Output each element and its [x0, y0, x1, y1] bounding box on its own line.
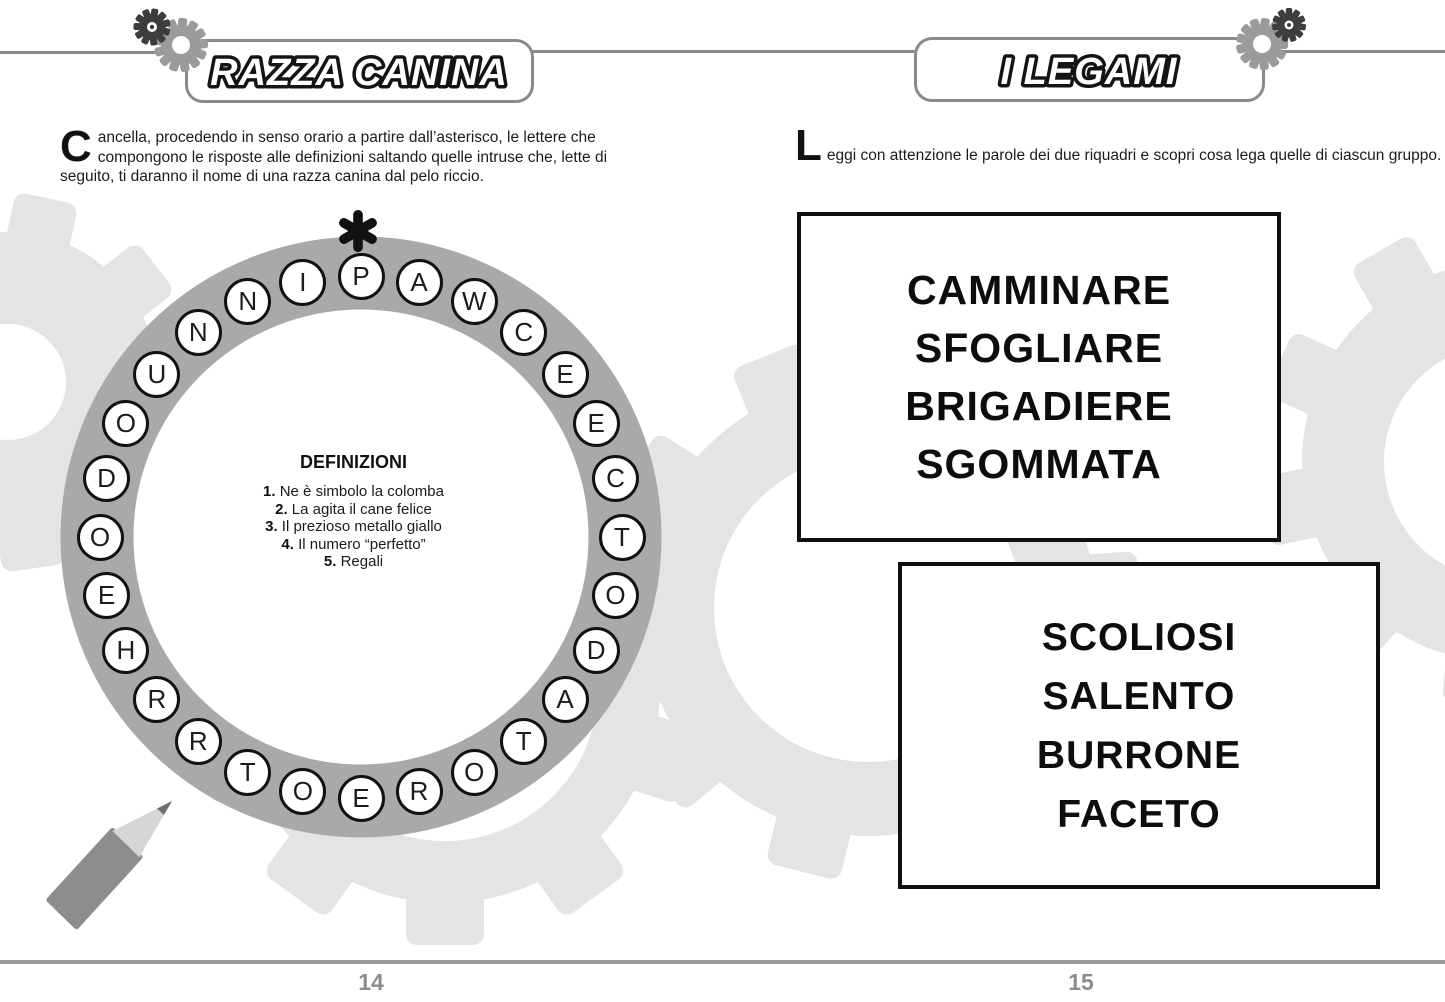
ring-letter-e-21[interactable]: E — [83, 571, 131, 619]
page-number-left: 14 — [358, 969, 384, 995]
ring-letter-h-20[interactable]: H — [102, 626, 150, 674]
ring-letter-r-19[interactable]: R — [133, 676, 181, 724]
start-asterisk — [339, 210, 377, 252]
definitions-title: DEFINIZIONI — [300, 452, 407, 472]
ring-letter-t-17[interactable]: T — [224, 748, 272, 796]
ring-letter-w-3[interactable]: W — [450, 278, 498, 326]
ring-letter-c-7[interactable]: C — [591, 455, 639, 503]
page-number-right: 15 — [1068, 969, 1094, 995]
right-instruction-text: eggi con attenzione le parole dei due ri… — [826, 147, 1442, 164]
right-title-art: I LEGAMI — [997, 48, 1180, 97]
left-title-art: RAZZA CANINA — [207, 49, 511, 98]
ring-letter-c-4[interactable]: C — [500, 309, 548, 357]
ring-letter-r-18[interactable]: R — [174, 717, 222, 765]
left-instruction-text: ancella, procedendo in senso orario a pa… — [60, 129, 608, 185]
definition-item: 5. Regali — [323, 553, 384, 570]
ring-letter-r-14[interactable]: R — [395, 767, 443, 815]
header-line-middle — [520, 50, 920, 53]
ring-letter-o-16[interactable]: O — [279, 767, 327, 815]
background-gear — [1258, 237, 1445, 708]
left-title-box: RAZZA CANINA — [185, 39, 534, 103]
ring-letter-d-10[interactable]: D — [572, 626, 620, 674]
definition-item: 2. La agita il cane felice — [275, 500, 432, 518]
ring-letter-u-25[interactable]: U — [133, 350, 181, 398]
left-instruction-dropcap: C — [60, 122, 92, 171]
word-brigadiere: BRIGADIERE — [905, 382, 1173, 429]
word-salento: SALENTO — [1042, 674, 1236, 718]
ring-letter-e-5[interactable]: E — [541, 350, 589, 398]
word-group-box-2: SCOLIOSI SALENTO BURRONE FACETO — [898, 562, 1380, 889]
word-camminare: CAMMINARE — [906, 266, 1172, 313]
footer-rule — [0, 960, 1445, 964]
ring-letter-p-1[interactable]: P — [337, 252, 385, 300]
header-line-left — [0, 51, 190, 54]
definition-item: 3. Il prezioso metallo giallo — [265, 518, 442, 535]
word-sgommata: SGOMMATA — [916, 440, 1162, 487]
right-page-title: I LEGAMI — [1001, 51, 1178, 93]
right-title-box: I LEGAMI — [914, 37, 1265, 102]
ring-letter-o-13[interactable]: O — [450, 748, 498, 796]
word-faceto: FACETO — [1057, 792, 1221, 836]
ring-letter-i-28[interactable]: I — [279, 259, 327, 307]
ring-letter-o-22[interactable]: O — [76, 513, 124, 561]
ring-letter-e-6[interactable]: E — [572, 400, 620, 448]
ring-letter-t-8[interactable]: T — [598, 513, 646, 561]
word-group-box-1: CAMMINARE SFOGLIARE BRIGADIERE SGOMMATA — [797, 212, 1281, 542]
ring-letter-o-9[interactable]: O — [591, 571, 639, 619]
ring-letter-d-23[interactable]: D — [83, 455, 131, 503]
ring-letter-n-26[interactable]: N — [174, 309, 222, 357]
ring-letter-n-27[interactable]: N — [224, 278, 272, 326]
ring-letter-a-2[interactable]: A — [395, 259, 443, 307]
ring-letter-t-12[interactable]: T — [500, 717, 548, 765]
ring-letter-a-11[interactable]: A — [541, 676, 589, 724]
word-scoliosi: SCOLIOSI — [1041, 615, 1237, 659]
right-instruction-dropcap: L — [795, 121, 822, 170]
pencil-icon — [46, 801, 172, 930]
ring-letter-e-15[interactable]: E — [337, 774, 385, 822]
definition-item: 1. Ne è simbolo la colomba — [263, 483, 444, 500]
ring-letter-o-24[interactable]: O — [102, 400, 150, 448]
word-burrone: BURRONE — [1036, 733, 1242, 777]
header-line-right — [1252, 50, 1445, 53]
definition-item: 4. Il numero “perfetto” — [281, 535, 426, 553]
left-page-title: RAZZA CANINA — [210, 52, 508, 94]
word-sfogliare: SFOGLIARE — [914, 324, 1164, 371]
